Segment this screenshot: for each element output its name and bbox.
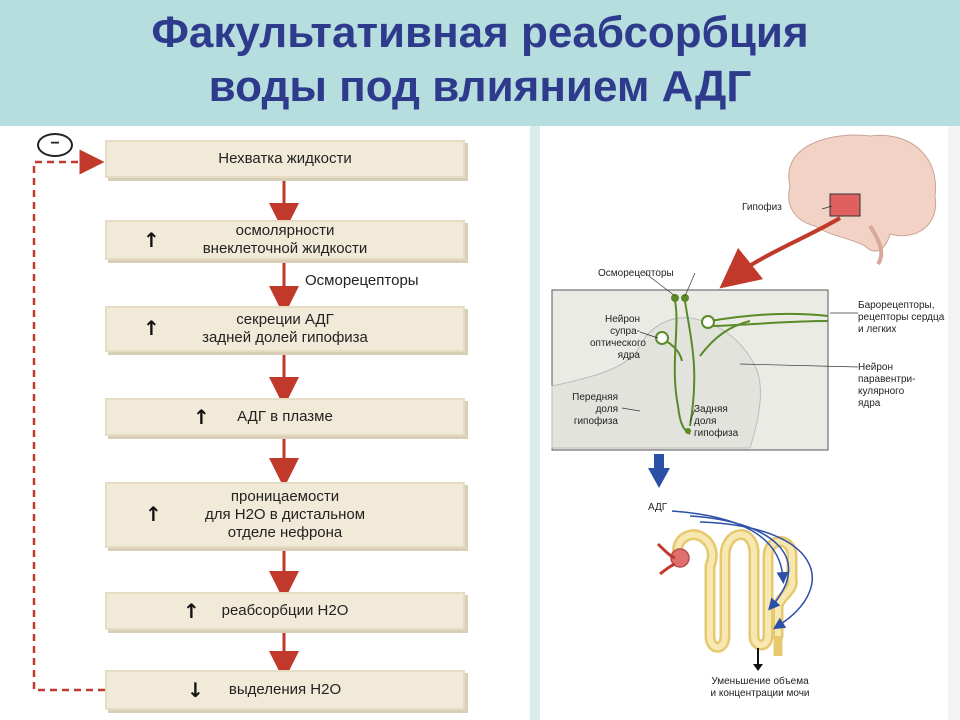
step-4-text: АДГ в плазме — [237, 408, 333, 425]
label-osmoreceptors: Осморецепторы — [598, 268, 674, 279]
label-result: Уменьшение объема и концентрации мочи — [710, 676, 810, 699]
label-supraoptic-neuron: Нейрон супра- оптического ядра — [590, 314, 646, 361]
step-box-5: ↑ проницаемости для H2O в дистальном отд… — [105, 482, 465, 548]
title-line-1: Факультативная реабсорбция — [151, 8, 809, 57]
increase-arrow-icon: ↑ — [143, 228, 160, 252]
step-2-line-2: внеклеточной жидкости — [202, 240, 368, 257]
page-title: Факультативная реабсорбция воды под влия… — [0, 6, 960, 114]
header-band: Факультативная реабсорбция воды под влия… — [0, 0, 960, 126]
brain-icon — [788, 134, 937, 266]
step-3-line-1: секреции АДГ — [236, 311, 334, 328]
label-paraventricular-neuron: Нейрон паравентри- кулярного ядра — [858, 362, 916, 409]
step-2-line-1: осмолярности — [235, 222, 335, 239]
step-7-text: выделения H2O — [228, 681, 342, 698]
step-box-4: ↑ АДГ в плазме — [105, 398, 465, 436]
negative-feedback-icon: − — [37, 133, 73, 157]
step-box-3: ↑ секреции АДГ задней долей гипофиза — [105, 306, 465, 352]
step-box-1: Нехватка жидкости — [105, 140, 465, 178]
decrease-arrow-icon: ↓ — [187, 678, 204, 702]
step-box-2: ↑ осмолярности внеклеточной жидкости — [105, 220, 465, 260]
increase-arrow-icon: ↑ — [143, 316, 160, 340]
nephron-icon — [656, 529, 798, 656]
increase-arrow-icon: ↑ — [183, 599, 200, 623]
neuron-pathways — [657, 300, 829, 435]
step-box-6: ↑ реабсорбции H2O — [105, 592, 465, 630]
label-anterior-lobe: Передняя доля гипофиза — [572, 392, 618, 427]
label-baroreceptors: Барорецепторы, рецепторы сердца и легких — [858, 300, 945, 335]
step-box-7: ↓ выделения H2O — [105, 670, 465, 710]
label-pituitary: Гипофиз — [742, 202, 782, 213]
step-5-line-1: проницаемости — [230, 488, 340, 505]
step-3-line-2: задней долей гипофиза — [202, 329, 368, 346]
panel-divider — [530, 126, 540, 720]
title-line-2: воды под влиянием АДГ — [208, 62, 752, 111]
increase-arrow-icon: ↑ — [193, 405, 210, 429]
step-6-text: реабсорбции H2O — [221, 602, 349, 619]
step-1-text: Нехватка жидкости — [218, 150, 352, 167]
label-posterior-lobe: Задняя доля гипофиза — [694, 404, 739, 439]
physiology-illustration — [551, 126, 960, 720]
flowchart-connectors — [32, 149, 299, 692]
step-5-line-3: отделе нефрона — [227, 524, 343, 541]
feedback-loop — [32, 149, 105, 692]
label-adh: АДГ — [648, 502, 668, 513]
increase-arrow-icon: ↑ — [145, 502, 162, 526]
adh-release-arrow — [648, 454, 670, 488]
osmoreceptors-label: Осморецепторы — [305, 272, 419, 289]
step-5-line-2: для H2O в дистальном — [204, 506, 366, 523]
